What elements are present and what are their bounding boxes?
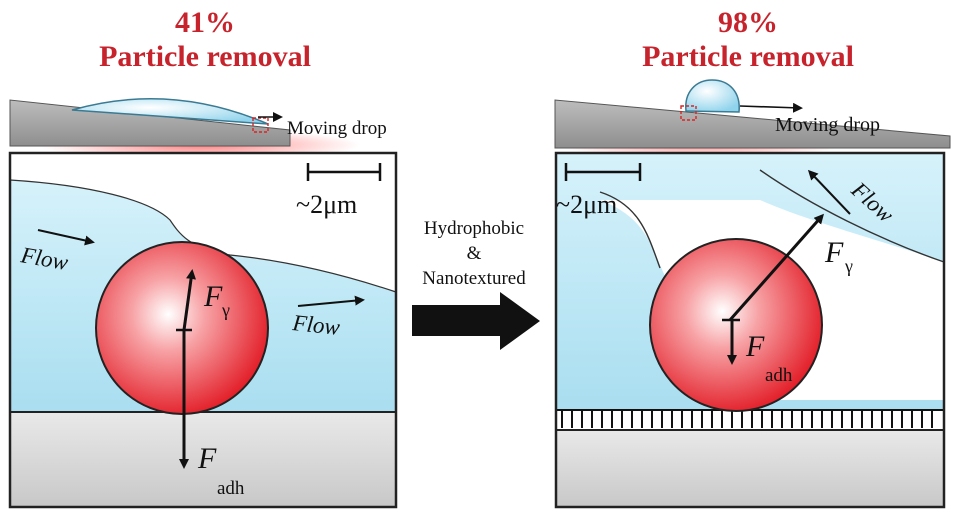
right-force-gamma-arrow [728, 213, 824, 321]
left-moving-drop-label: Moving drop [287, 118, 387, 139]
right-force-adh-subscript: adh [765, 365, 793, 386]
right-inclined-surface [554, 99, 951, 149]
right-title: Particle removal [642, 40, 854, 73]
right-flow-arrow [807, 169, 851, 215]
right-force-gamma-symbol: F [824, 236, 844, 269]
right-scale-label: ~2μm [556, 190, 617, 219]
left-inclined-surface [9, 99, 291, 147]
left-force-gamma-symbol: F [203, 280, 223, 313]
right-particle [649, 238, 823, 412]
right-zoom-box [680, 105, 697, 121]
left-slope-schematic: Moving drop [9, 98, 387, 161]
left-force-gamma-subscript: γ [221, 300, 230, 320]
right-moving-drop-label: Moving drop [775, 114, 880, 136]
middle-line-3: Nanotextured [422, 268, 526, 289]
left-zoom-box [252, 117, 269, 133]
right-panel-border [554, 151, 946, 509]
transition-arrow [412, 292, 540, 350]
left-scale-label: ~2μm [296, 190, 357, 219]
middle-line-2: & [467, 243, 482, 264]
right-force-adh-symbol: F [745, 330, 765, 363]
right-water-dewet-edge [599, 191, 661, 269]
right-percent: 98% [718, 6, 778, 39]
right-zoom-panel: F γ F adh Flow ~2μm [554, 151, 946, 509]
right-force-gamma-subscript: γ [844, 256, 853, 276]
right-substrate [556, 430, 944, 507]
left-force-adh-symbol: F [197, 442, 217, 475]
right-water-edge [759, 169, 945, 263]
right-drop-arrow [739, 102, 803, 113]
left-flow-arrow-1 [37, 229, 95, 246]
left-flow-label-2: Flow [290, 310, 341, 340]
left-force-adh-subscript: adh [217, 478, 245, 499]
right-moving-drop [685, 79, 740, 113]
left-title: Particle removal [99, 40, 311, 73]
left-panel-border [8, 151, 398, 509]
left-moving-drop [71, 98, 269, 125]
left-flow-arrow-2 [297, 295, 365, 307]
left-substrate [10, 412, 396, 507]
left-particle [95, 241, 269, 415]
transition-annotation: Hydrophobic & Nanotextured [412, 218, 540, 350]
right-nanotexture-pillars [561, 410, 933, 428]
middle-line-1: Hydrophobic [424, 218, 524, 239]
right-slope-schematic: Moving drop [550, 79, 951, 158]
left-percent: 41% [175, 6, 235, 39]
left-force-gamma-arrow [182, 269, 196, 331]
right-nanotexture-base [556, 410, 944, 430]
left-zoom-panel: F γ F adh Flow Flow ~2μm [8, 151, 398, 509]
